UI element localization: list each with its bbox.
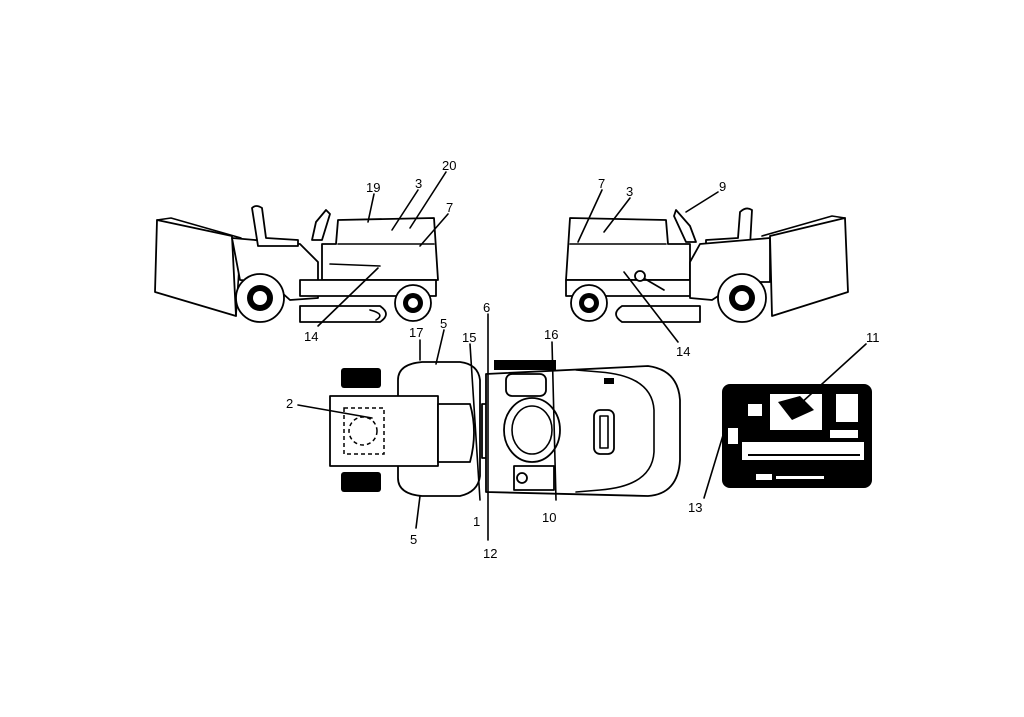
- callout-3-right: 3: [626, 184, 633, 199]
- control-panel-view: [722, 384, 872, 488]
- callout-15: 15: [462, 330, 476, 345]
- callout-6: 6: [483, 300, 490, 315]
- callout-20-left: 20: [442, 158, 456, 173]
- right-side-view: [565, 207, 849, 323]
- callout-2: 2: [286, 396, 293, 411]
- top-view: [329, 360, 681, 497]
- callout-11: 11: [866, 330, 880, 345]
- callout-13: 13: [688, 500, 702, 515]
- callout-7-right: 7: [598, 176, 605, 191]
- callout-9-right: 9: [719, 179, 726, 194]
- callout-19-left: 19: [366, 180, 380, 195]
- callout-5-top: 5: [440, 316, 447, 331]
- callout-12: 12: [483, 546, 497, 561]
- left-side-view: [154, 205, 439, 323]
- callout-10: 10: [542, 510, 556, 525]
- callout-7-left: 7: [446, 200, 453, 215]
- leader-lines: [297, 171, 867, 541]
- callout-3-left: 3: [415, 176, 422, 191]
- callout-5-bottom: 5: [410, 532, 417, 547]
- callout-16: 16: [544, 327, 558, 342]
- callout-14-left: 14: [304, 329, 318, 344]
- callout-1: 1: [473, 514, 480, 529]
- callout-17: 17: [409, 325, 423, 340]
- callout-labels: 19 3 20 7 14 7 3 9 14 6 17 5 15 16 2 1 1…: [286, 158, 880, 561]
- callout-14-right: 14: [676, 344, 690, 359]
